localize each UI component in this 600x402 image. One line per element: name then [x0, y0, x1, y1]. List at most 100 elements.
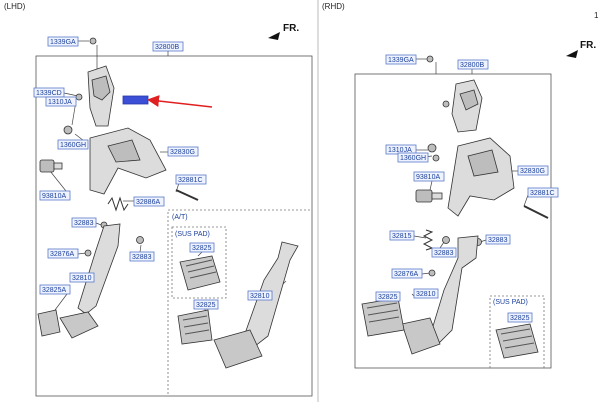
left-part-label-1339cd[interactable]: 1339CD [33, 87, 65, 98]
svg-text:1360GH: 1360GH [60, 142, 86, 149]
red-pointer-arrow [147, 95, 213, 108]
fr-arrow-left-icon [268, 32, 280, 40]
svg-text:32825: 32825 [378, 294, 398, 301]
right-bolt-32881c [523, 205, 549, 219]
svg-text:32886A: 32886A [136, 199, 160, 206]
svg-text:32883: 32883 [74, 220, 94, 227]
left-sus-pad-label: (SUS PAD) [175, 231, 210, 238]
svg-text:32883: 32883 [132, 254, 152, 261]
svg-text:93810A: 93810A [42, 193, 66, 200]
fr-arrow-right: FR. [566, 40, 596, 58]
svg-text:32881C: 32881C [178, 177, 203, 184]
fr-arrow-right-icon [566, 50, 578, 58]
right-return-spring [422, 229, 434, 251]
svg-text:1339GA: 1339GA [50, 39, 76, 46]
left-leader-lines [49, 40, 287, 313]
left-pedal-bracket [89, 127, 167, 195]
rhd-frame [354, 73, 552, 369]
left-part-label-32810-at[interactable]: 32810 [247, 290, 273, 301]
left-part-label-1310ja[interactable]: 1310JA [45, 96, 77, 107]
at-label: (A/T) [172, 214, 188, 221]
svg-text:32883: 32883 [434, 250, 454, 257]
svg-text:32825: 32825 [196, 302, 216, 309]
fr-label-left: FR. [283, 23, 299, 34]
right-part-label-32825-sus[interactable]: 32825 [507, 312, 533, 323]
left-part-label-32883[interactable]: 32883 [71, 217, 97, 228]
right-part-label-32881c[interactable]: 32881C [527, 187, 559, 198]
left-part-label-32825-at[interactable]: 32825 [193, 299, 219, 310]
right-part-label-93810a[interactable]: 93810A [413, 171, 445, 182]
left-pedal-pad-32825a [37, 309, 61, 337]
right-part-label-32825[interactable]: 32825 [375, 291, 401, 302]
svg-text:32883: 32883 [488, 237, 508, 244]
left-bolt-32881c [175, 189, 199, 201]
fr-label-right: FR. [580, 40, 596, 51]
svg-text:32800B: 32800B [155, 44, 179, 51]
svg-text:1310JA: 1310JA [388, 147, 412, 154]
rhd-header: (RHD) [322, 2, 345, 11]
left-part-label-32830g[interactable]: 32830G [167, 146, 199, 157]
svg-text:1360GH: 1360GH [400, 155, 426, 162]
svg-text:32876A: 32876A [394, 271, 418, 278]
right-stop-lamp-switch [415, 189, 443, 203]
svg-text:93810A: 93810A [416, 174, 440, 181]
left-return-spring [107, 196, 129, 212]
left-part-label-32886a[interactable]: 32886A [133, 196, 165, 207]
right-sus-pad-box [489, 295, 545, 369]
left-part-label-1360gh[interactable]: 1360GH [57, 139, 89, 150]
right-mount-bracket [451, 79, 483, 133]
left-stop-lamp-switch [39, 159, 63, 173]
fr-arrow-left: FR. [268, 23, 299, 40]
right-nut-1310ja [427, 143, 437, 153]
right-part-label-32815[interactable]: 32815 [389, 230, 415, 241]
left-part-label-32881c[interactable]: 32881C [175, 174, 207, 185]
svg-text:32825: 32825 [510, 315, 530, 322]
left-part-label-32810[interactable]: 32810 [69, 272, 95, 283]
left-nut-1360gh [63, 125, 73, 135]
right-sus-pad-image [495, 323, 539, 359]
highlighted-part-label[interactable] [122, 95, 149, 105]
svg-text:1339GA: 1339GA [388, 57, 414, 64]
svg-text:32810: 32810 [72, 275, 92, 282]
right-nut-1360gh [432, 154, 440, 162]
right-part-label-32883b[interactable]: 32883 [485, 234, 511, 245]
right-part-label-1339ga[interactable]: 1339GA [385, 54, 417, 65]
left-bolt-1339ga [89, 37, 97, 45]
right-brake-pedal-arm [401, 235, 479, 355]
left-part-label-32825-sus[interactable]: 32825 [189, 242, 215, 253]
left-part-label-32800b[interactable]: 32800B [152, 41, 184, 52]
left-bushing-32883b [136, 236, 144, 244]
svg-text:32876A: 32876A [50, 251, 74, 258]
right-part-label-32883[interactable]: 32883 [431, 247, 457, 258]
svg-text:32830G: 32830G [170, 149, 195, 156]
svg-text:32825: 32825 [192, 245, 212, 252]
left-part-label-32825a[interactable]: 32825A [39, 284, 71, 295]
svg-text:32810: 32810 [416, 291, 436, 298]
right-bushing-32883 [442, 236, 450, 244]
right-part-label-32830g[interactable]: 32830G [517, 165, 549, 176]
right-part-label-32876a[interactable]: 32876A [391, 268, 423, 279]
svg-text:32815: 32815 [392, 233, 412, 240]
right-part-label-1360gh[interactable]: 1360GH [397, 152, 429, 163]
svg-text:32810: 32810 [250, 293, 270, 300]
left-brake-pedal-arm [59, 223, 121, 339]
right-pedal-bracket [447, 137, 515, 217]
left-part-label-32883b[interactable]: 32883 [129, 251, 155, 262]
svg-text:1310JA: 1310JA [48, 99, 72, 106]
svg-text:32825A: 32825A [42, 287, 66, 294]
at-dashed-box [167, 209, 313, 397]
svg-text:32881C: 32881C [530, 190, 555, 197]
right-nut [442, 100, 450, 108]
left-sus-pad-box [171, 226, 227, 299]
left-sus-pad-image [179, 255, 221, 291]
svg-text:32830G: 32830G [520, 168, 545, 175]
svg-text:1339CD: 1339CD [36, 90, 62, 97]
left-part-label-93810a[interactable]: 93810A [39, 190, 71, 201]
right-part-label-32800b[interactable]: 32800B [457, 59, 489, 70]
corner-mark: 1 [594, 11, 599, 20]
left-part-label-32876a[interactable]: 32876A [47, 248, 79, 259]
left-part-label-1339ga[interactable]: 1339GA [47, 36, 79, 47]
right-part-label-32810[interactable]: 32810 [413, 288, 439, 299]
left-mount-bracket [87, 65, 115, 127]
